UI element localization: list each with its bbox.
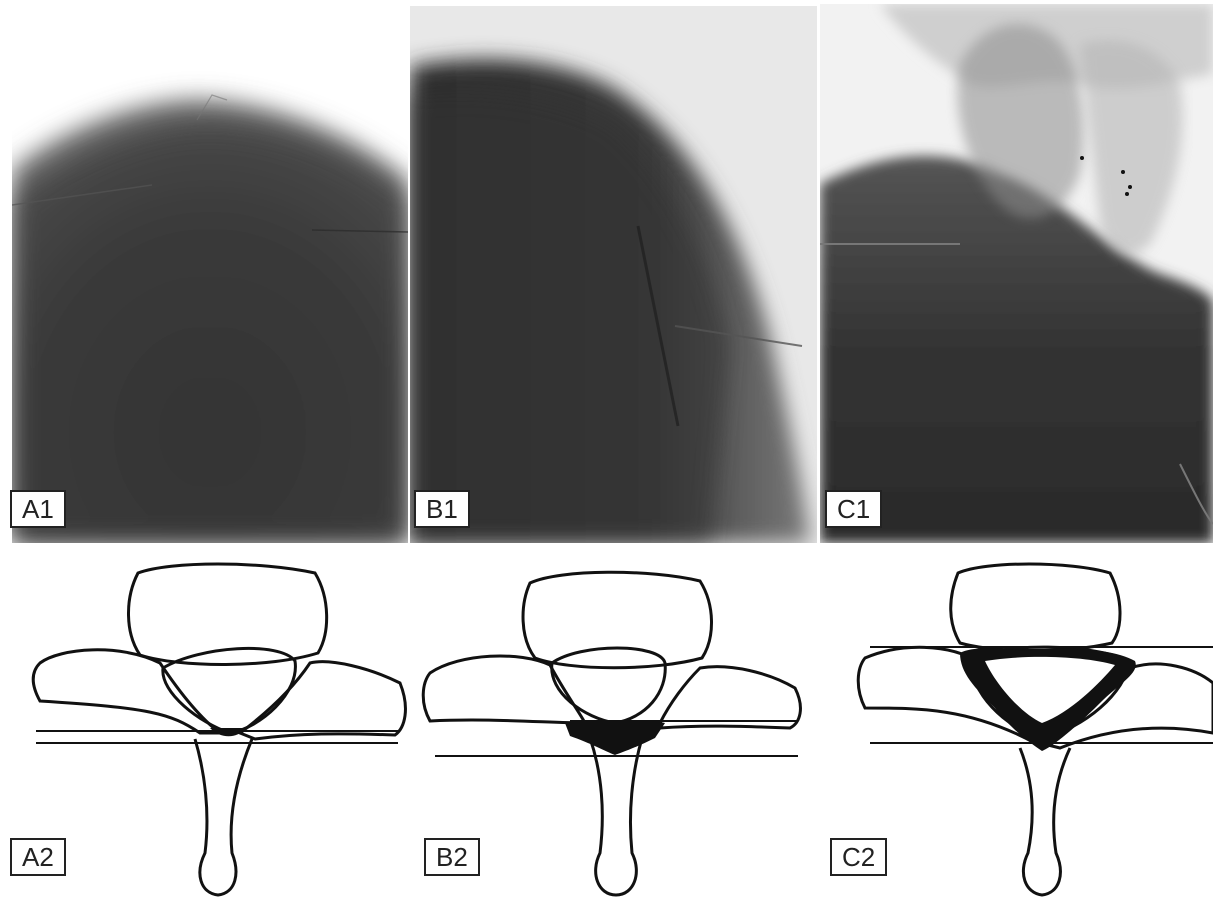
vertebral-body [523,572,711,668]
xray-image-c1 [820,4,1213,543]
spinous-process [590,738,642,895]
dye-spread [565,720,665,755]
left-transverse-process [858,647,1035,743]
panel-label-b2: B2 [424,838,480,876]
panel-label-c2: C2 [830,838,887,876]
panel-label-a1: A1 [10,490,66,528]
vertebral-body [951,564,1120,651]
panel-label-a2: A2 [10,838,66,876]
xray-image-b1 [410,6,817,543]
panel-label-b1: B1 [414,490,470,528]
panel-label-c1: C1 [825,490,882,528]
right-transverse-process [660,667,800,728]
spinous-process [195,739,252,895]
xray-image-a1 [12,0,408,543]
left-transverse-process [423,656,585,723]
spinous-process [1020,748,1070,895]
dye-spread [210,728,245,736]
right-transverse-process [240,662,405,739]
spinal-canal [552,648,666,723]
